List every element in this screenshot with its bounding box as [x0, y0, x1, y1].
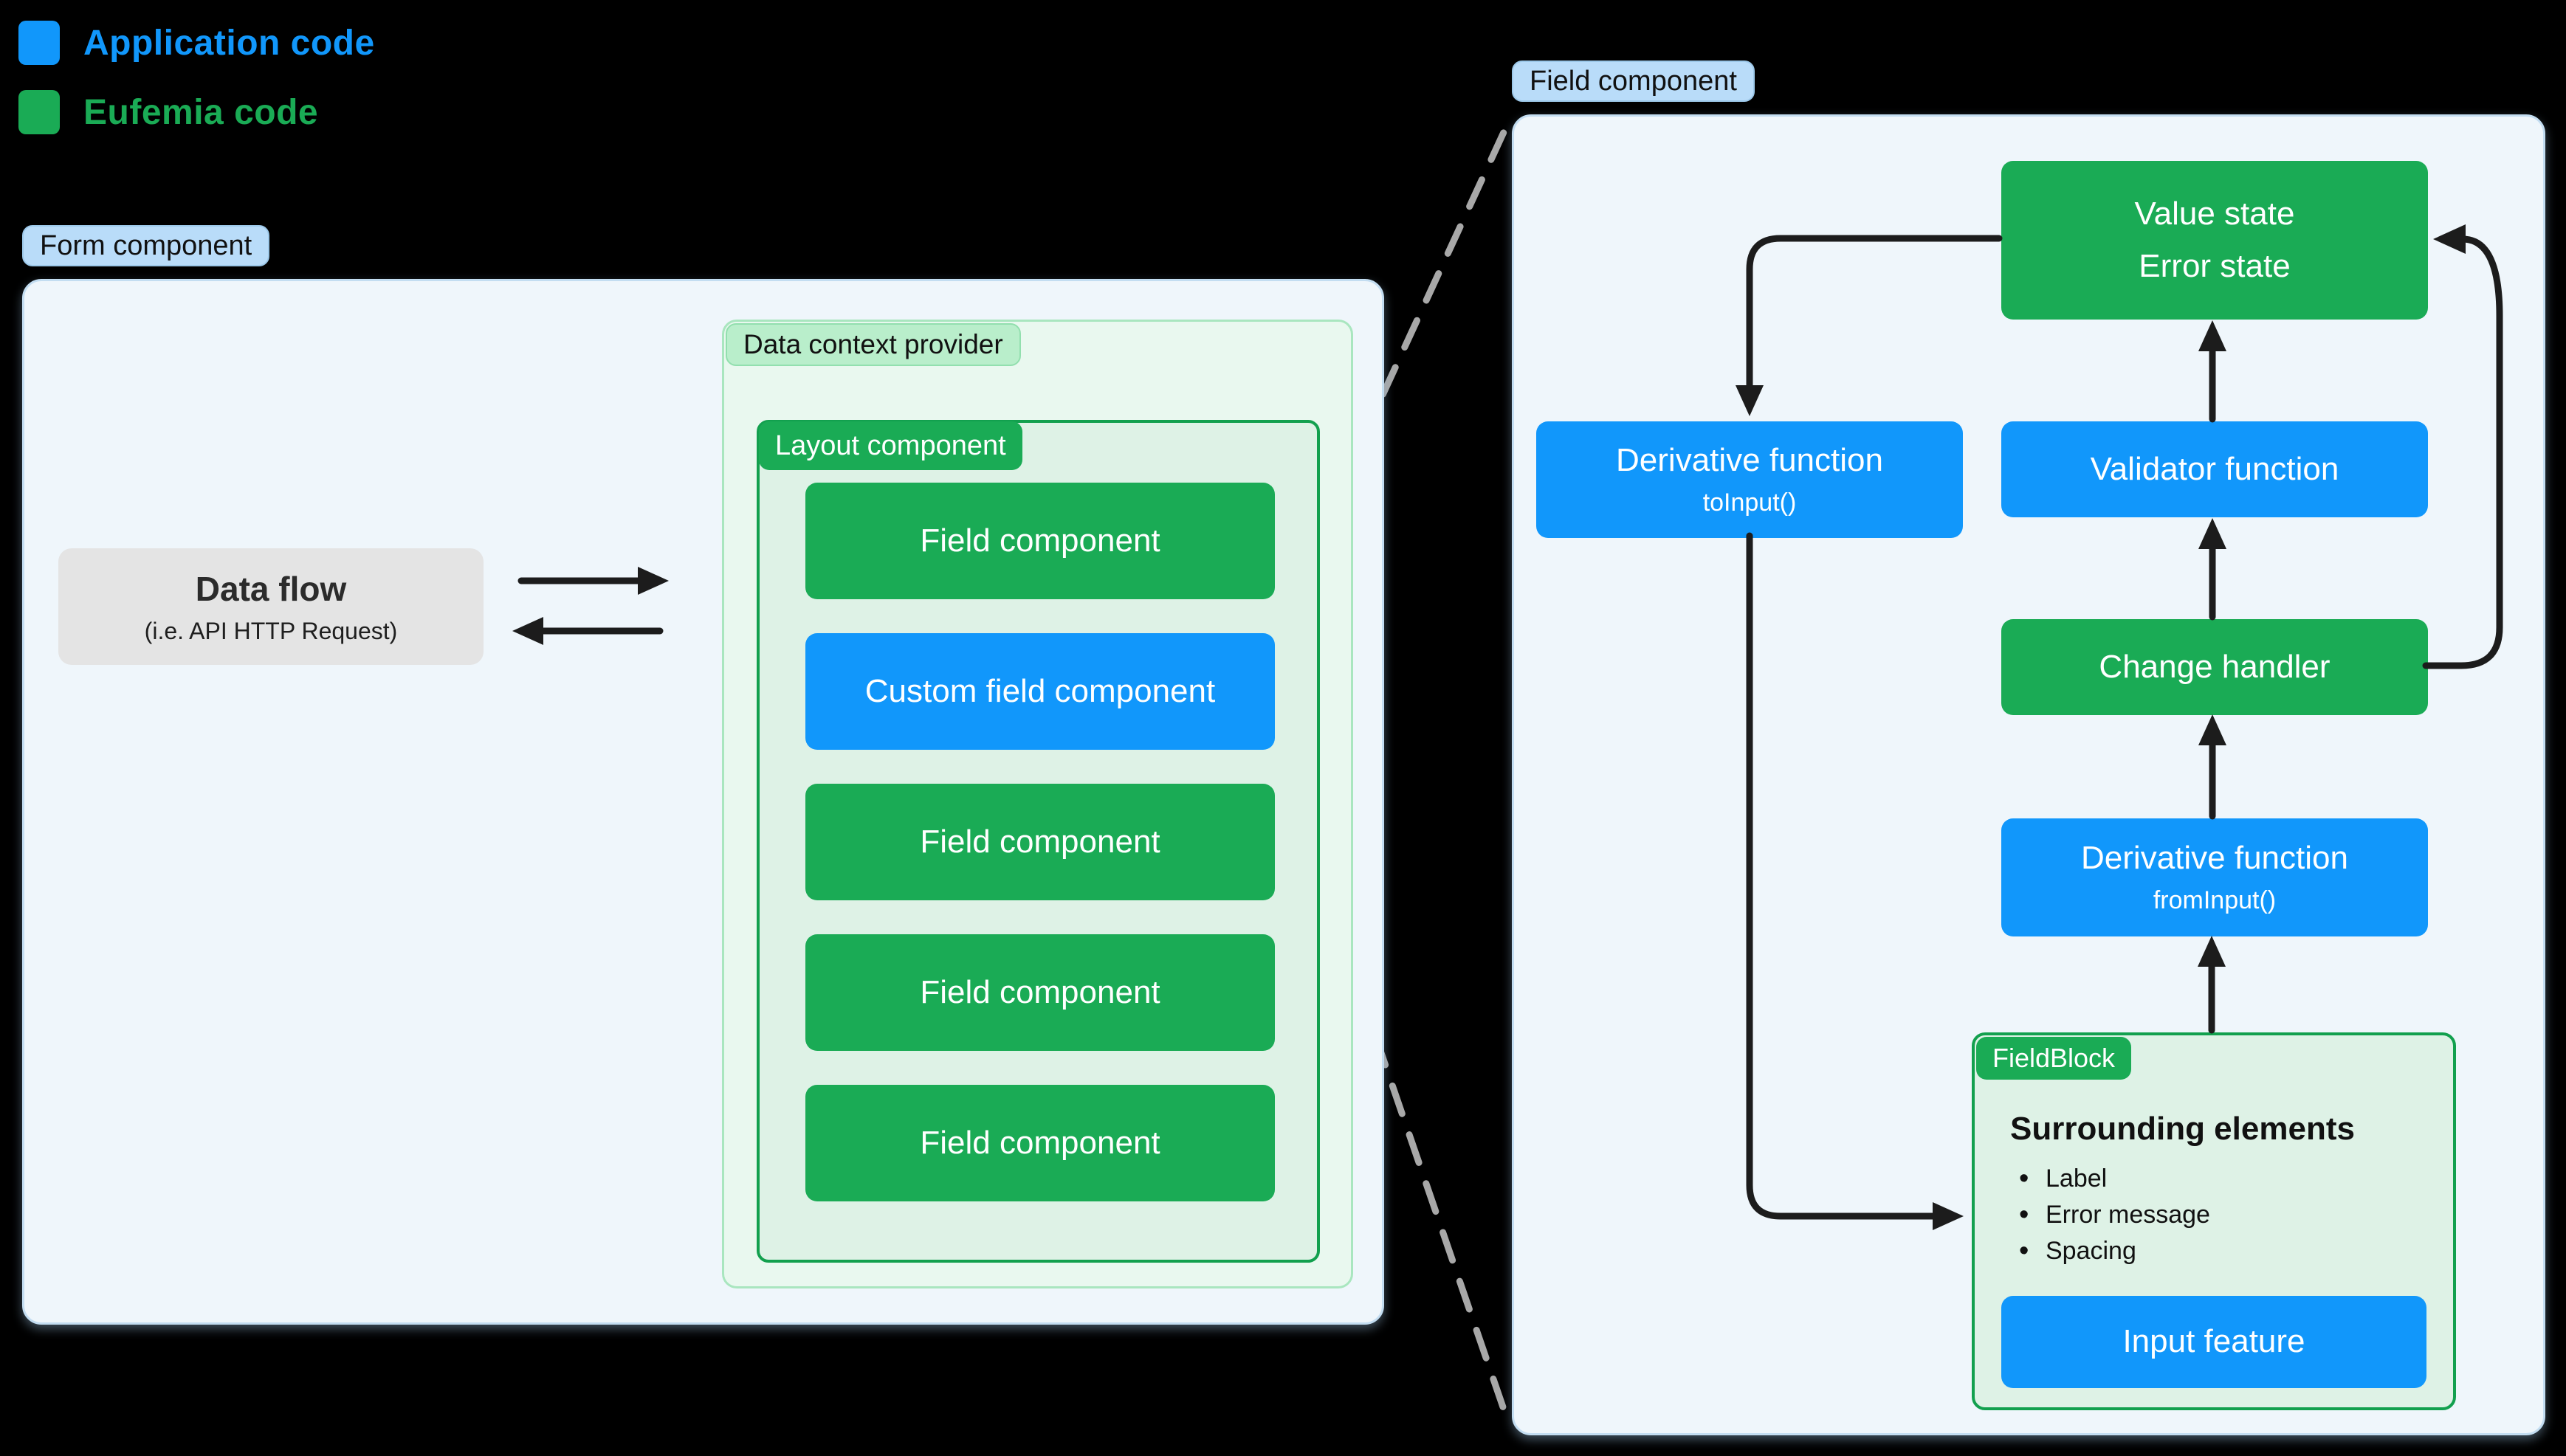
validator-function-label: Validator function [2090, 450, 2339, 487]
blue-square-icon [18, 21, 60, 65]
change-handler-label: Change handler [2099, 648, 2331, 685]
field-component-node-3-label: Field component [920, 973, 1160, 1010]
field-component-tag: Field component [1512, 61, 1755, 102]
field-component-node-2: Field component [805, 784, 1275, 900]
layout-component-container: Layout component Field component Custom … [757, 420, 1320, 1263]
green-square-icon [18, 90, 60, 134]
derivative-from-input-node: Derivative function fromInput() [2001, 818, 2428, 936]
field-block-tag: FieldBlock [1976, 1037, 2132, 1080]
bullet-label: Label [2013, 1161, 2210, 1197]
surrounding-elements-list: Label Error message Spacing [2013, 1161, 2210, 1269]
input-feature-label: Input feature [2122, 1323, 2305, 1360]
derivative-to-input-title: Derivative function [1616, 442, 1883, 479]
bullet-spacing: Spacing [2013, 1233, 2210, 1269]
form-component-panel: Data flow (i.e. API HTTP Request) Data c… [22, 279, 1384, 1325]
value-state-line1: Value state [2134, 195, 2295, 232]
custom-field-component-node-label: Custom field component [864, 672, 1216, 709]
derivative-to-input-subtitle: toInput() [1702, 489, 1797, 517]
input-feature-node: Input feature [2001, 1296, 2426, 1388]
legend-row-eufemia: Eufemia code [18, 90, 375, 134]
data-context-provider-tag: Data context provider [726, 323, 1021, 366]
data-flow-title: Data flow [195, 569, 347, 608]
legend-row-application: Application code [18, 21, 375, 65]
derivative-from-input-title: Derivative function [2081, 840, 2348, 877]
data-context-provider-container: Data context provider Layout component F… [722, 320, 1353, 1288]
field-component-panel: Value state Error state Derivative funct… [1512, 114, 2545, 1435]
field-component-node-1: Field component [805, 483, 1275, 599]
custom-field-component-node: Custom field component [805, 633, 1275, 750]
data-flow-box: Data flow (i.e. API HTTP Request) [58, 548, 484, 665]
field-component-node-1-label: Field component [920, 522, 1160, 559]
form-component-tag: Form component [22, 225, 270, 266]
field-component-node-3: Field component [805, 934, 1275, 1051]
field-component-node-4: Field component [805, 1085, 1275, 1201]
derivative-from-input-subtitle: fromInput() [2153, 886, 2277, 914]
change-handler-node: Change handler [2001, 619, 2428, 715]
field-component-node-4-label: Field component [920, 1124, 1160, 1161]
layout-component-tag: Layout component [759, 421, 1022, 470]
field-block-container: FieldBlock Surrounding elements Label Er… [1972, 1032, 2456, 1410]
derivative-to-input-node: Derivative function toInput() [1536, 421, 1963, 538]
error-state-line2: Error state [2139, 247, 2291, 284]
bullet-error-message: Error message [2013, 1197, 2210, 1233]
field-component-node-2-label: Field component [920, 823, 1160, 860]
legend-label-eufemia: Eufemia code [83, 92, 319, 132]
validator-function-node: Validator function [2001, 421, 2428, 517]
surrounding-elements-heading: Surrounding elements [2010, 1111, 2355, 1147]
data-flow-subtitle: (i.e. API HTTP Request) [144, 617, 398, 644]
legend: Application code Eufemia code [18, 21, 375, 134]
value-state-node: Value state Error state [2001, 161, 2428, 320]
legend-label-application: Application code [83, 23, 375, 63]
